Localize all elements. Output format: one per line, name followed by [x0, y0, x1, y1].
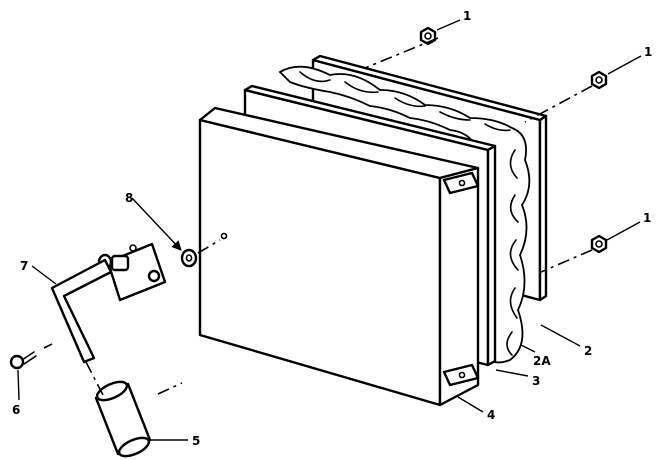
callout-1-upper-right: 1: [644, 45, 652, 59]
bottom-bracket: [442, 363, 480, 387]
nut-upper-right: [590, 70, 608, 90]
callout-8: 8: [125, 191, 133, 205]
washer: [180, 248, 198, 268]
crank-handle: [50, 258, 113, 364]
front-cover: [198, 106, 480, 407]
callout-3: 3: [532, 374, 540, 388]
callout-6: 6: [12, 403, 20, 417]
callout-7: 7: [20, 259, 28, 273]
callout-1-lower-right: 1: [643, 211, 651, 225]
alignment-lines: [43, 37, 593, 396]
screw: [9, 351, 37, 370]
callout-1-top: 1: [463, 9, 471, 23]
callout-4: 4: [487, 408, 495, 422]
handle-grip: [94, 380, 152, 458]
callout-5: 5: [192, 434, 200, 448]
top-bracket: [442, 171, 480, 195]
callout-2: 2: [584, 344, 592, 358]
screw-hole: [220, 232, 228, 240]
callout-2a: 2A: [533, 354, 551, 368]
leader-lines: [17, 19, 642, 441]
nut-lower-right: [590, 234, 608, 254]
handle-bracket: [97, 242, 167, 302]
